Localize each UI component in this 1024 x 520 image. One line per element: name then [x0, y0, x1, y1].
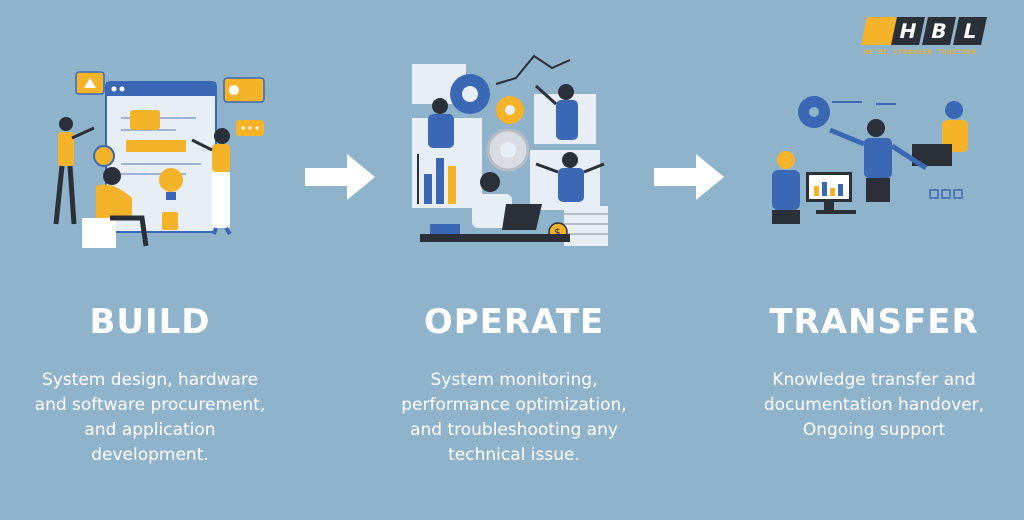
operate-illustration: $ — [412, 54, 608, 246]
step-operate-line-4: technical issue. — [448, 445, 580, 465]
step-operate-line-2: performance optimization, — [401, 395, 627, 415]
step-build-description: System design, hardware and software pro… — [0, 368, 300, 468]
step-transfer: TRANSFER Knowledge transfer and document… — [724, 300, 1024, 443]
logo-letter-h: H — [891, 17, 925, 45]
step-build-line-4: development. — [91, 445, 209, 465]
step-operate-line-3: and troubleshooting any — [410, 420, 618, 440]
logo-tagline: WE'RE STRONGER TOGETHER — [864, 48, 978, 56]
step-build-line-2: and software procurement, — [34, 395, 266, 415]
step-operate-title: OPERATE — [423, 302, 605, 342]
step-build-title: BUILD — [89, 302, 211, 342]
hbl-logo: H B L WE'RE STRONGER TOGETHER — [861, 17, 990, 61]
step-operate-description: System monitoring, performance optimizat… — [364, 368, 664, 468]
step-transfer-line-3: Ongoing support — [802, 420, 946, 440]
build-illustration — [53, 71, 265, 248]
step-build-line-3: and application — [84, 420, 216, 440]
arrow-right-icon — [654, 154, 724, 200]
step-transfer-title: TRANSFER — [769, 302, 979, 342]
logo-letter-l: L — [953, 17, 987, 45]
transfer-illustration — [772, 96, 968, 224]
step-operate-line-1: System monitoring, — [430, 370, 598, 390]
step-transfer-line-1: Knowledge transfer and — [772, 370, 976, 390]
step-build: BUILD System design, hardware and softwa… — [0, 300, 300, 468]
step-transfer-description: Knowledge transfer and documentation han… — [724, 368, 1024, 443]
step-build-line-1: System design, hardware — [41, 370, 259, 390]
step-operate: OPERATE System monitoring, performance o… — [364, 300, 664, 468]
step-transfer-line-2: documentation handover, — [763, 395, 985, 415]
logo-letter-b: B — [922, 17, 956, 45]
arrow-right-icon — [305, 154, 375, 200]
svg-text:$: $ — [554, 226, 561, 239]
